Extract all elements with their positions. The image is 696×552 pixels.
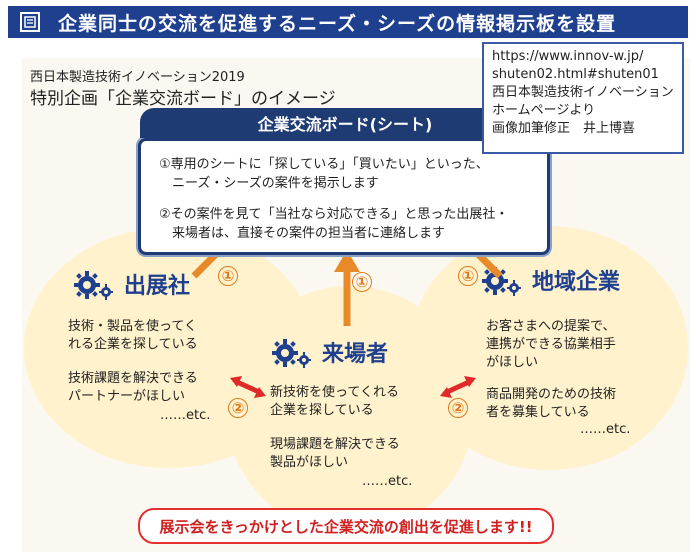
marker-1-visitor: ① (352, 272, 372, 292)
regional-etc: ……etc. (580, 422, 631, 437)
regional-need-1: お客さまへの提案で、連携ができる協業相手がほしい (486, 319, 616, 370)
marker-1-regional: ① (458, 266, 478, 286)
visitor-title-text: 来場者 (322, 342, 389, 367)
source-line[interactable]: shuten02.html#shuten01 (492, 67, 659, 82)
marker-2-left: ② (228, 398, 248, 418)
board-box: ①専用のシートに「探している」「買いたい」といった、 ニーズ・シーズの案件を掲示… (138, 138, 550, 255)
marker-1-exhibitor: ① (218, 266, 238, 286)
gear-icon (74, 271, 113, 300)
visitor-need-2: 現場課題を解決できる製品がほしい (270, 437, 400, 470)
promotion-banner: 展示会をきっかけとした企業交流の創出を促進します!! (138, 508, 554, 544)
board-text: ②その案件を見て「当社なら対応できる」と思った出展社・ (159, 207, 509, 222)
arrow-visitor-to-board (334, 250, 360, 326)
source-line: ホームページより (492, 103, 596, 118)
visitor-etc: ……etc. (362, 474, 413, 489)
arrow-exhibitor-visitor (230, 376, 266, 398)
banner-title: 企業同士の交流を促進するニーズ・シーズの情報掲示板を設置 (58, 12, 617, 35)
header-banner: 企業同士の交流を促進するニーズ・シーズの情報掲示板を設置 (8, 6, 688, 38)
source-line: 西日本製造技術イノベーション (492, 85, 674, 100)
board-text: 来場者は、直接その案件の担当者に連絡します (159, 226, 446, 241)
event-name: 西日本製造技術イノベーション2019 (30, 70, 245, 85)
arrow-visitor-regional (440, 376, 476, 398)
source-note: https://www.innov-w.jp/ shuten02.html#sh… (482, 42, 684, 154)
source-line: 画像加筆修正 井上博喜 (492, 121, 636, 136)
source-line[interactable]: https://www.innov-w.jp/ (492, 49, 644, 64)
board-item-2: ②その案件を見て「当社なら対応できる」と思った出展社・ 来場者は、直接その案件の… (159, 205, 508, 243)
board-item-1: ①専用のシートに「探している」「買いたい」といった、 ニーズ・シーズの案件を掲示… (159, 155, 489, 193)
board-text: ニーズ・シーズの案件を掲示します (159, 176, 379, 191)
exhibitor-need-2: 技術課題を解決できるパートナーがほしい (68, 371, 198, 404)
visitor-title: 来場者 (272, 336, 388, 368)
board-text: ①専用のシートに「探している」「買いたい」といった、 (159, 157, 489, 172)
exhibitor-title-text: 出展社 (124, 274, 191, 299)
board-header: 企業交流ボード(シート) (140, 108, 550, 138)
visitor-need-1: 新技術を使ってくれる企業を探している (270, 385, 399, 418)
marker-2-right: ② (448, 398, 468, 418)
gear-icon (272, 339, 311, 368)
exhibitor-title: 出展社 (74, 268, 190, 300)
regional-need-2: 商品開発のための技術者を募集している (486, 387, 617, 420)
visitor-area (226, 286, 474, 534)
exhibitor-etc: ……etc. (160, 408, 211, 423)
exhibitor-need-1: 技術・製品を使ってくれる企業を探している (68, 319, 198, 352)
bulletin-icon (20, 12, 40, 32)
regional-title-text: 地域企業 (532, 270, 621, 295)
diagram-title: 特別企画「企業交流ボード」のイメージ (30, 89, 336, 109)
